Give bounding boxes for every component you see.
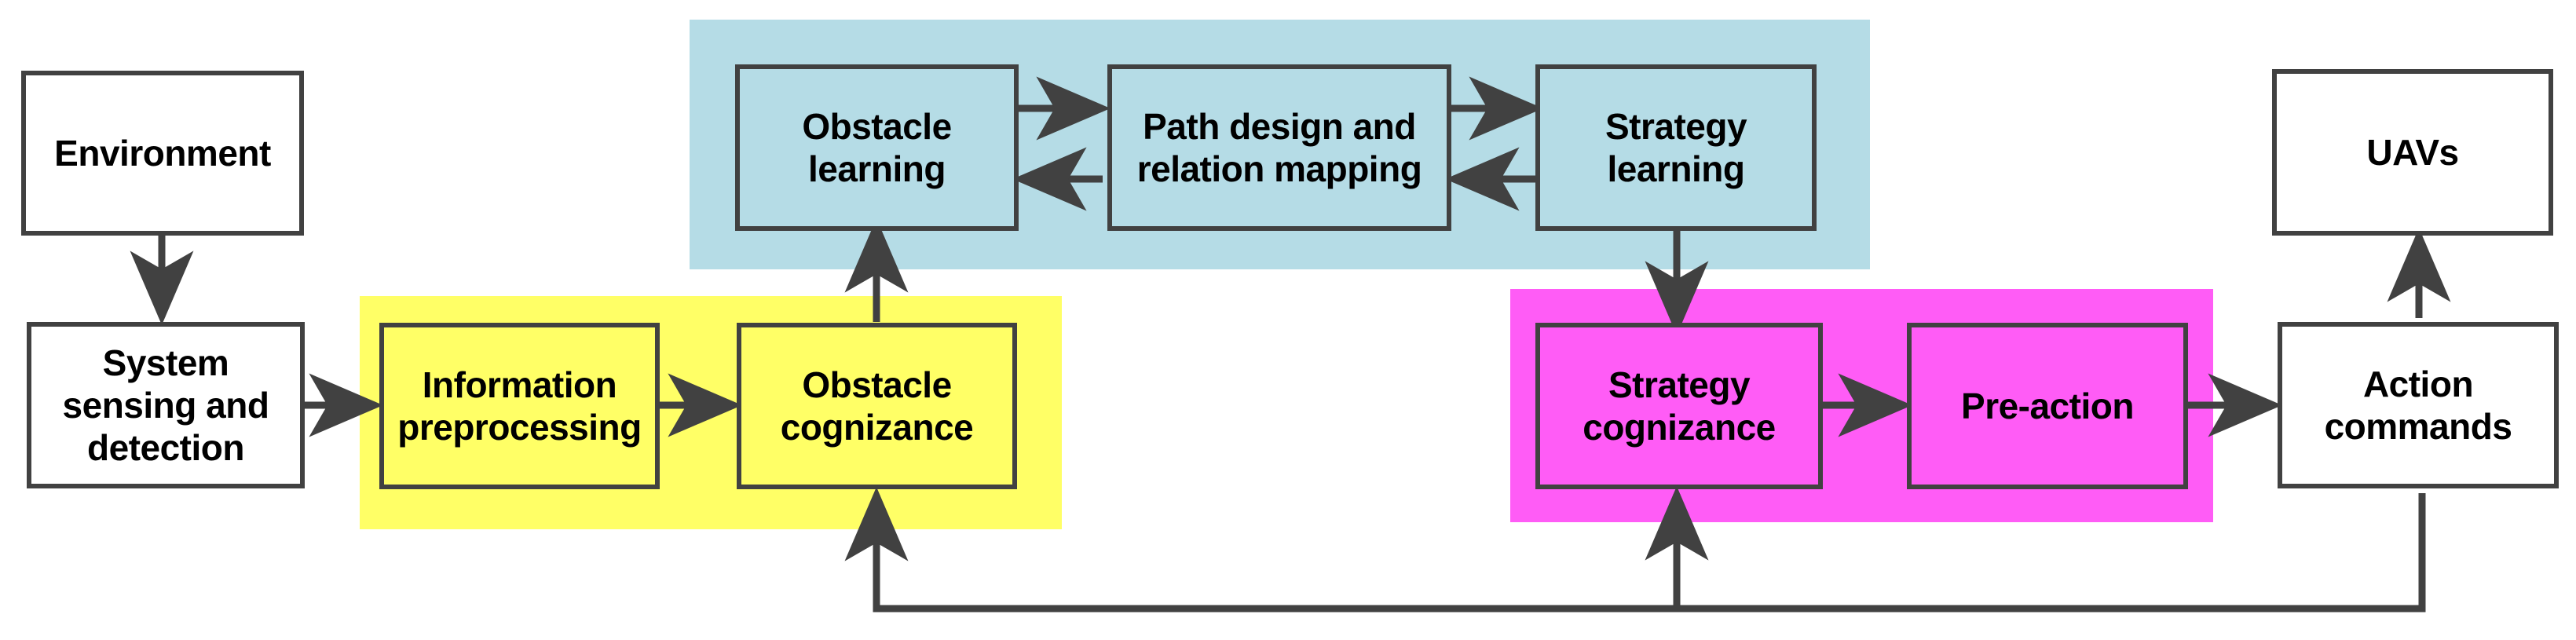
node-strategy-cognizance[interactable]: Strategy cognizance <box>1535 323 1823 489</box>
node-environment-label: Environment <box>54 132 271 174</box>
node-path-design[interactable]: Path design and relation mapping <box>1107 64 1451 231</box>
node-information-preprocessing[interactable]: Information preprocessing <box>379 323 660 489</box>
node-strategy-cognizance-label: Strategy cognizance <box>1583 364 1776 448</box>
node-environment[interactable]: Environment <box>21 71 304 236</box>
node-obstacle-learning-label: Obstacle learning <box>802 105 952 189</box>
node-strategy-learning-label: Strategy learning <box>1605 105 1747 189</box>
node-system-sensing[interactable]: System sensing and detection <box>27 322 305 488</box>
node-obstacle-cognizance[interactable]: Obstacle cognizance <box>737 323 1017 489</box>
node-information-preprocessing-label: Information preprocessing <box>397 364 642 448</box>
node-system-sensing-label: System sensing and detection <box>62 342 269 469</box>
node-pre-action-label: Pre-action <box>1961 385 2134 426</box>
node-uavs[interactable]: UAVs <box>2272 69 2553 236</box>
node-strategy-learning[interactable]: Strategy learning <box>1535 64 1817 231</box>
node-action-commands[interactable]: Action commands <box>2278 322 2559 488</box>
node-obstacle-learning[interactable]: Obstacle learning <box>735 64 1019 231</box>
node-uavs-label: UAVs <box>2366 131 2459 173</box>
node-action-commands-label: Action commands <box>2324 363 2512 447</box>
node-obstacle-cognizance-label: Obstacle cognizance <box>780 364 974 448</box>
node-pre-action[interactable]: Pre-action <box>1907 323 2188 489</box>
node-path-design-label: Path design and relation mapping <box>1136 105 1422 189</box>
